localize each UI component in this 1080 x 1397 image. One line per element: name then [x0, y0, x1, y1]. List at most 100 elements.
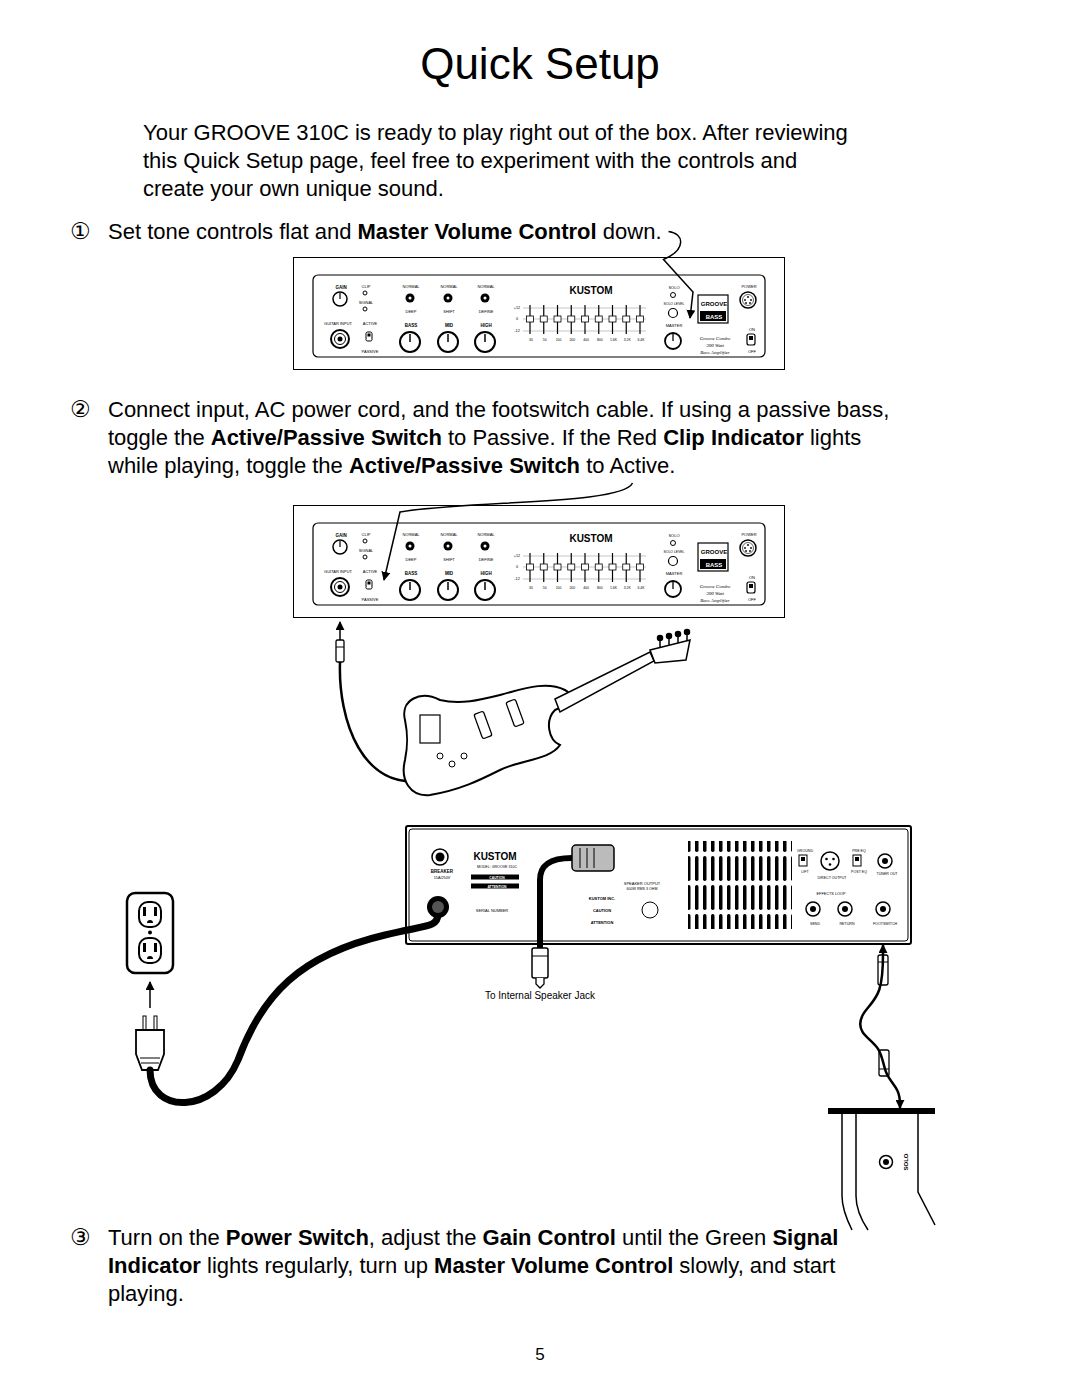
step-number: ① — [70, 218, 91, 244]
panel-label: 100 — [556, 339, 562, 342]
prong — [143, 1016, 146, 1030]
panel-label: SEND — [810, 923, 820, 927]
plug-arrow — [149, 982, 151, 1008]
xlr-pin — [832, 858, 835, 861]
panel-label: PASSIVE — [362, 350, 379, 354]
send-jack — [806, 902, 820, 916]
panel-label: SIGNAL — [359, 301, 374, 305]
panel-label: NORMAL — [402, 533, 419, 537]
panel-label: SERIAL NUMBER — [476, 909, 509, 913]
panel-label: POWER — [741, 285, 756, 289]
panel-label: BASS — [706, 562, 723, 568]
receptacle — [139, 902, 161, 927]
breaker-button — [436, 853, 445, 862]
step-number: ② — [70, 396, 91, 422]
jack-hole — [880, 906, 886, 912]
speaker-jack-plug — [532, 948, 548, 978]
panel-label: HIGH — [480, 324, 491, 329]
panel-label: ON — [749, 576, 755, 580]
panel-label: 30 — [529, 339, 533, 342]
panel-label: ATTENTION — [591, 921, 614, 925]
panel-label: SOLO LEVEL — [664, 303, 685, 306]
peg — [658, 636, 663, 641]
plug-ring — [532, 956, 548, 957]
step-marker: ① — [70, 218, 91, 244]
slot — [143, 907, 146, 916]
panel-label: OFF — [748, 350, 756, 354]
panel-label: EFFECTS LOOP — [817, 893, 846, 897]
panel-label: POST EQ — [851, 871, 867, 875]
panel-label: MODEL: GROOVE 310C — [477, 866, 517, 870]
control-name: Active/Passive Switch — [349, 453, 580, 478]
control-name: Signal — [772, 1225, 838, 1250]
instruction-text: while playing, toggle the — [108, 453, 349, 478]
panel-label: 800 — [597, 339, 603, 342]
pre-post-switch — [853, 855, 861, 866]
ground-hole — [147, 920, 153, 923]
panel-label: DEEP — [406, 558, 417, 562]
text-line: while playing, toggle the Active/Passive… — [108, 453, 675, 479]
control-name: Power Switch — [226, 1225, 369, 1250]
text-line: 5 — [535, 1345, 544, 1365]
panel-label: Bass Amplifier — [700, 598, 730, 603]
footswitch-edge — [918, 1114, 935, 1225]
panel-label: 50 — [543, 587, 547, 590]
panel-label: Groove Combo — [700, 584, 731, 589]
ground-lift-switch — [799, 855, 807, 866]
instruction-text: playing. — [108, 1281, 184, 1306]
pickup — [474, 711, 492, 739]
front-panel-art — [313, 275, 765, 357]
panel-label: 400 — [583, 339, 589, 342]
panel-label: BASS — [706, 314, 723, 320]
footswitch-edge — [842, 1114, 852, 1230]
panel-label: ON — [749, 328, 755, 332]
power-inlet — [427, 896, 449, 918]
rear-panel-art — [409, 829, 908, 941]
panel-frame — [409, 829, 908, 941]
guitar-knob — [461, 753, 467, 759]
instruction-text: slowly, and start — [673, 1253, 835, 1278]
panel-label: 6.4K — [638, 339, 645, 342]
panel-label: CAUTION — [593, 909, 611, 913]
panel-label: ACTIVE — [363, 322, 377, 326]
panel-label: 3.2K — [624, 339, 631, 342]
control-name: Master Volume Control — [434, 1253, 673, 1278]
step-marker: ③ — [70, 1224, 91, 1250]
panel-label: 3.2K — [624, 587, 631, 590]
leader-arrow — [384, 483, 633, 580]
instruction-text: Connect input, AC power cord, and the fo… — [108, 397, 889, 422]
text-line: create your own unique sound. — [143, 176, 444, 202]
slot — [154, 943, 157, 952]
jack-hole — [810, 906, 816, 912]
footswitch: SOLO — [828, 1108, 935, 1230]
power-plug — [136, 1030, 164, 1070]
panel-label: GROOVE — [701, 549, 727, 555]
panel-label: GROOVE — [701, 301, 727, 307]
plug-arrow — [339, 622, 341, 640]
wall-outlet — [127, 893, 173, 973]
peg — [667, 634, 672, 639]
guitar-knob — [449, 761, 455, 767]
power-cord — [150, 914, 438, 1103]
panel-label: KUSTOM — [569, 286, 612, 296]
panel-label: SOLO — [903, 1153, 909, 1170]
instruction-text: , adjust the — [369, 1225, 483, 1250]
panel-label: NORMAL — [477, 285, 494, 289]
panel-label: CLIP — [362, 533, 371, 537]
panel-label: DEEP — [406, 310, 417, 314]
xlr-pin — [825, 858, 828, 861]
jack-hole — [842, 906, 848, 912]
button-center — [883, 1159, 889, 1165]
panel-label: 600W RMS 3 OHM — [627, 888, 658, 892]
control-name: Gain Control — [483, 1225, 616, 1250]
receptacle — [139, 938, 161, 963]
panel-label: MASTER — [666, 324, 683, 328]
panel-label: NORMAL — [402, 285, 419, 289]
instruction-text: to Active. — [580, 453, 675, 478]
panel-label: BASS — [405, 572, 418, 577]
vent-slots — [688, 841, 792, 929]
cable-label: To Internal Speaker Jack — [485, 990, 595, 1001]
footswitch-cable — [860, 945, 900, 1108]
